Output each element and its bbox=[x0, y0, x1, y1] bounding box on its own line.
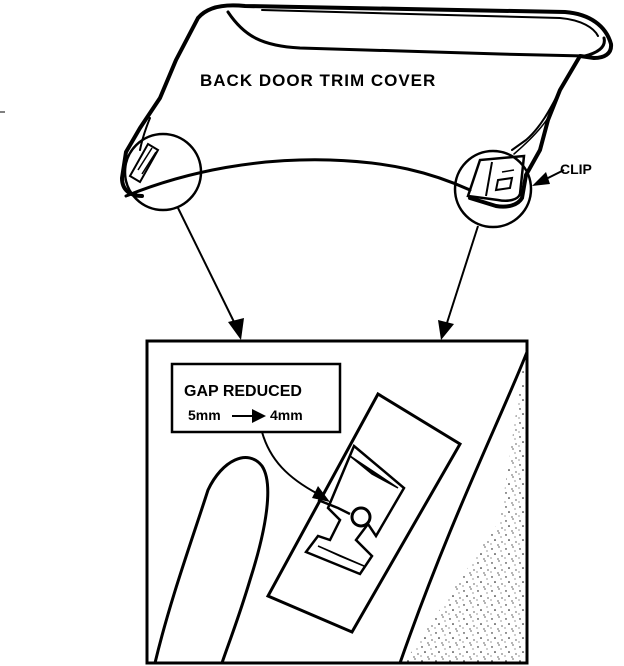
gap-from-value: 5mm bbox=[188, 407, 221, 423]
clip-callout: CLIP bbox=[532, 161, 592, 186]
detail-box: GAP REDUCED 5mm 4mm bbox=[145, 339, 529, 665]
right-magnifier bbox=[453, 149, 533, 229]
left-leader-arrow-head bbox=[228, 318, 244, 340]
gap-leader-line bbox=[261, 431, 319, 495]
part-name-label: BACK DOOR TRIM COVER bbox=[200, 71, 436, 90]
clip-label: CLIP bbox=[560, 161, 592, 177]
gap-arrow-head bbox=[252, 409, 266, 423]
right-leader-arrow-head bbox=[438, 320, 454, 340]
keyhole-gap bbox=[317, 498, 351, 516]
panel-surface bbox=[404, 341, 527, 663]
gap-leader-arrow-head bbox=[312, 486, 330, 502]
left-leader-line bbox=[177, 207, 237, 327]
detail-box-border bbox=[145, 339, 529, 665]
finger-shape bbox=[153, 456, 270, 663]
gap-to-value: 4mm bbox=[270, 407, 303, 423]
gap-title: GAP REDUCED bbox=[184, 383, 302, 400]
keyhole-circle bbox=[350, 506, 372, 528]
clip-arrow-head bbox=[532, 172, 550, 186]
right-leader-line bbox=[445, 225, 479, 327]
leader-arrows bbox=[177, 207, 479, 340]
trim-cover-outline bbox=[120, 3, 614, 209]
left-magnifier bbox=[123, 132, 203, 212]
panel-edge bbox=[398, 351, 527, 663]
clip-wedge-top bbox=[349, 455, 399, 489]
clip-wedge-bottom bbox=[317, 545, 365, 567]
